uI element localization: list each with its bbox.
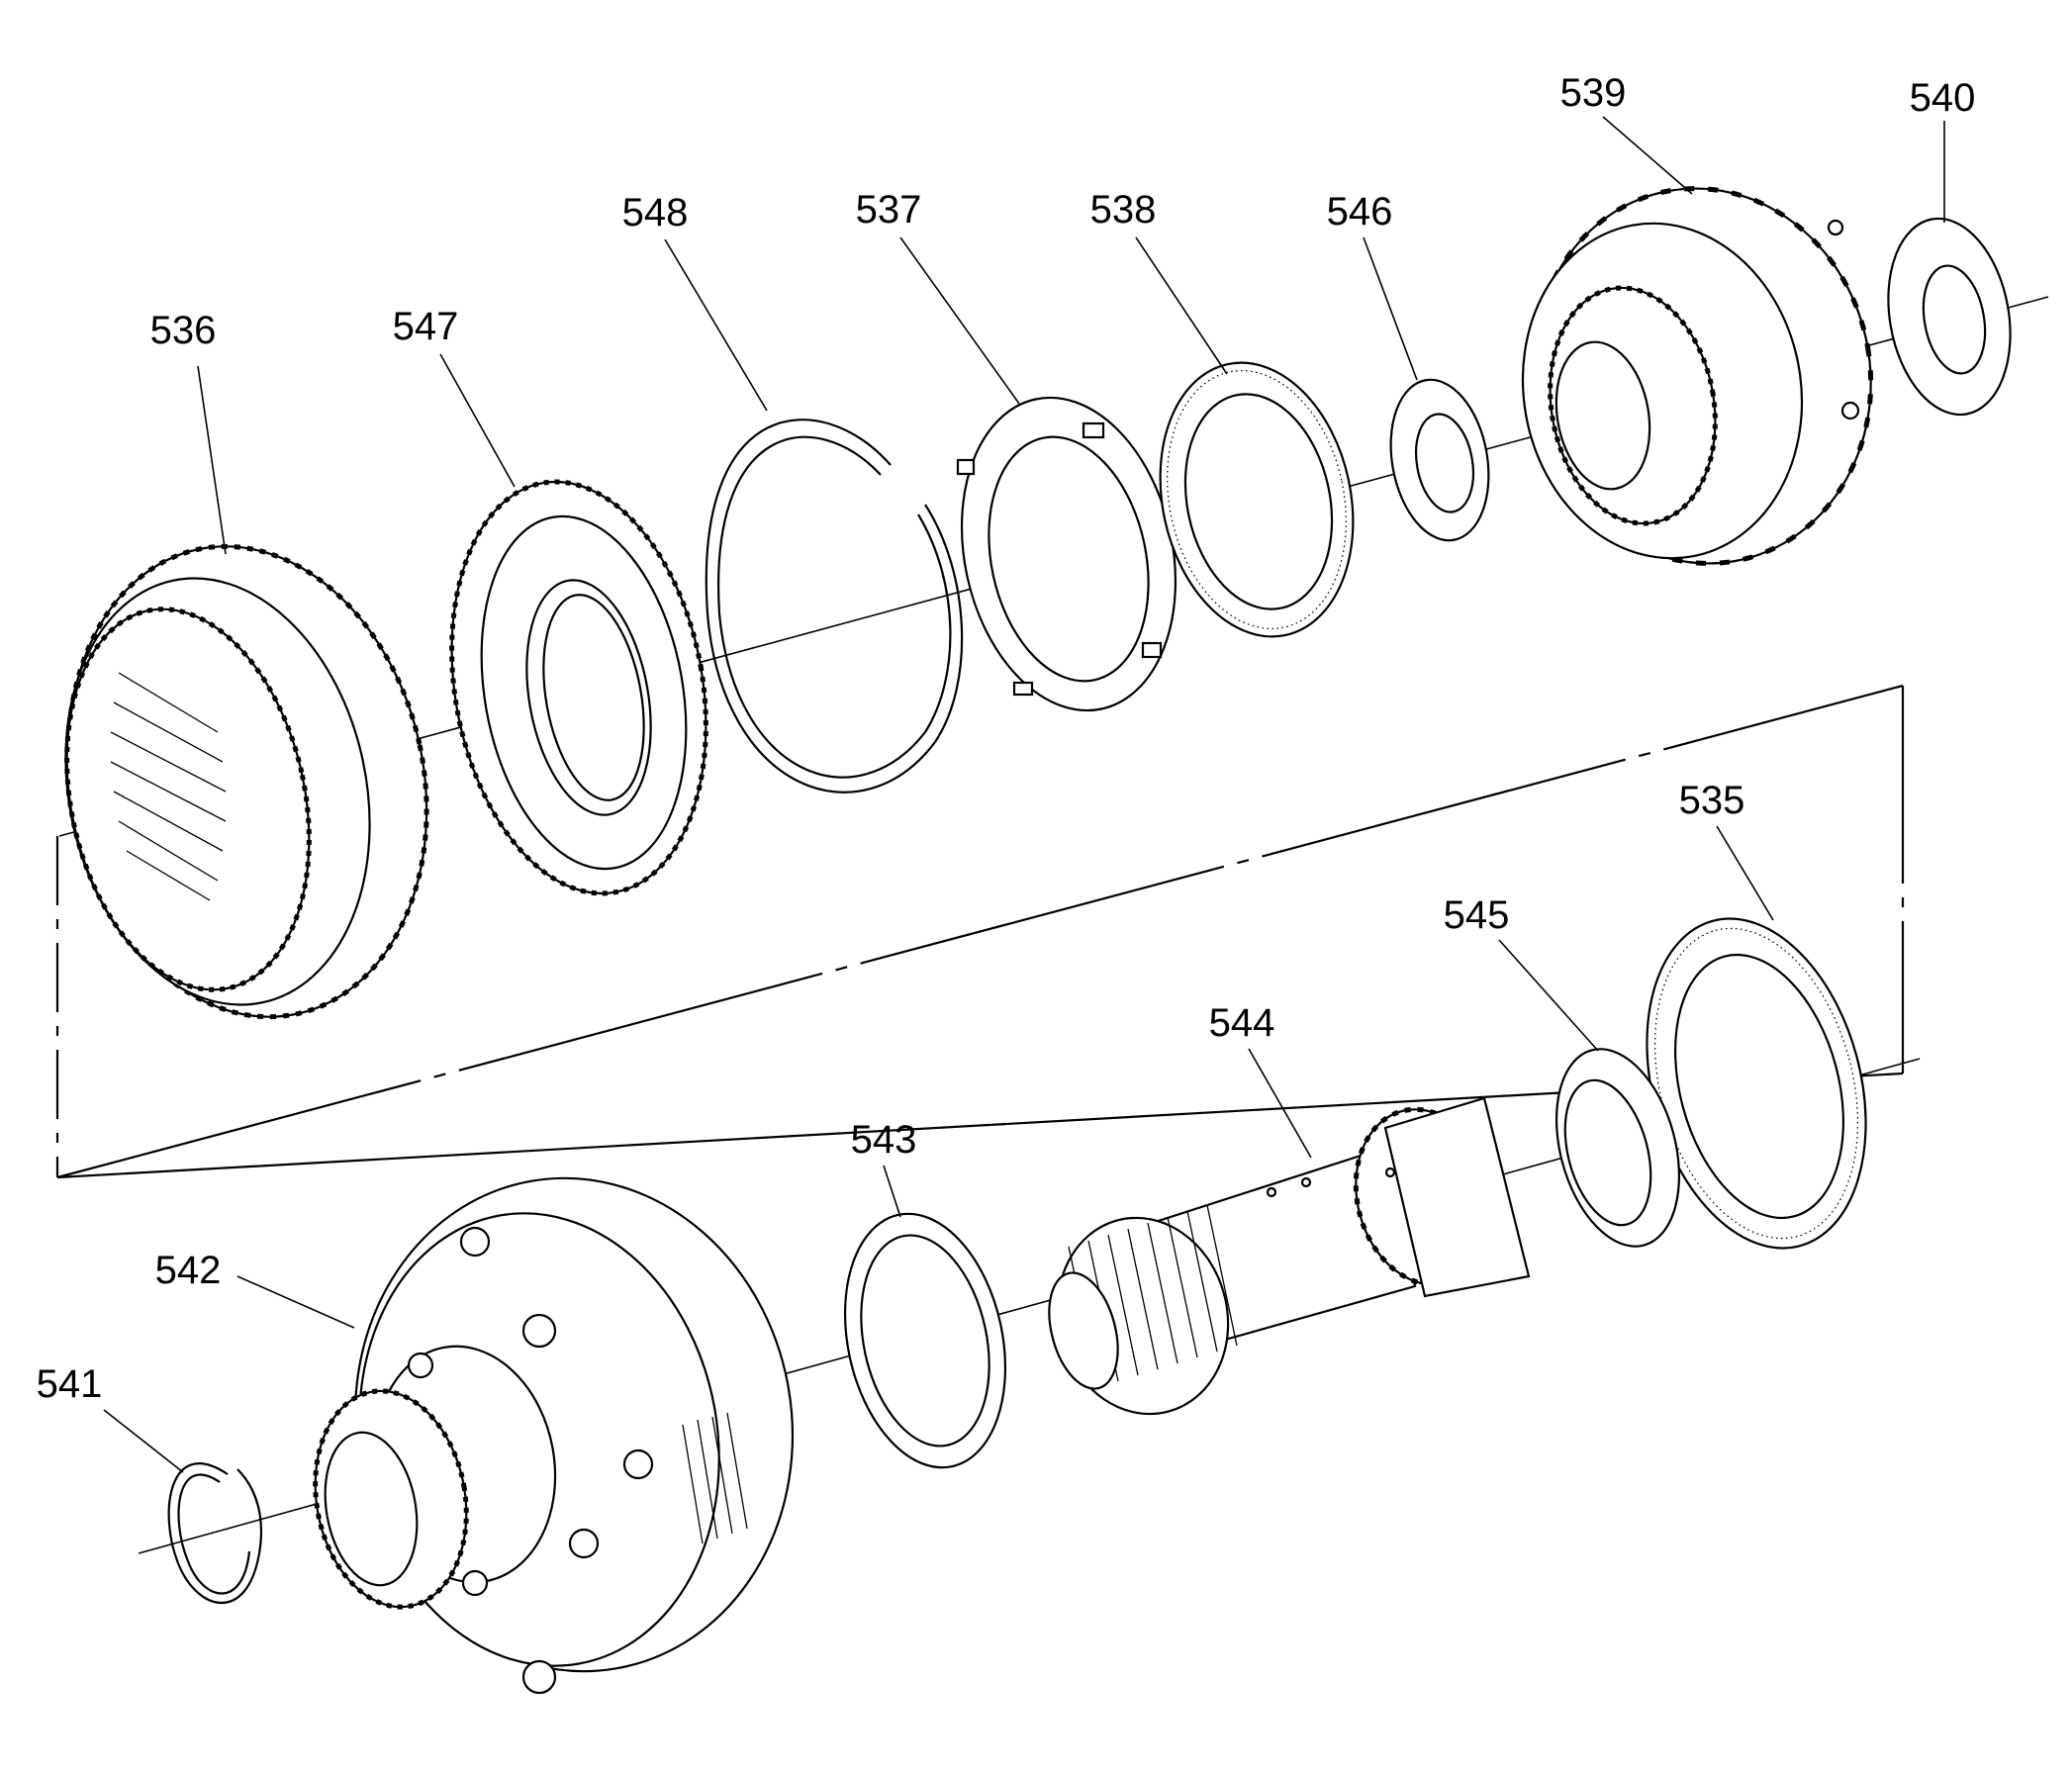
part-540-washer <box>1887 217 2012 417</box>
part-539-sun-gear-shell <box>1521 186 1925 566</box>
callout-545: 545 <box>1444 893 1510 937</box>
leader-lines <box>103 116 1945 1473</box>
callout-543: 543 <box>851 1118 917 1162</box>
callout-542: 542 <box>155 1249 222 1292</box>
part-541-snap-ring <box>167 1462 263 1605</box>
callout-536: 536 <box>150 309 217 352</box>
callout-548: 548 <box>622 191 689 234</box>
callout-labels: 536 547 548 537 538 546 539 540 535 545 … <box>37 71 1976 1406</box>
part-545-washer <box>1554 1048 1681 1248</box>
callout-547: 547 <box>393 305 459 348</box>
part-543-washer <box>843 1212 1007 1469</box>
part-546-washer <box>1389 378 1490 542</box>
callout-540: 540 <box>1910 76 1976 120</box>
part-538-needle-bearing <box>1159 361 1355 638</box>
part-537-tabbed-washer <box>956 396 1177 712</box>
part-536-ring-gear <box>64 543 429 1020</box>
callout-537: 537 <box>856 188 922 232</box>
part-547-toothed-plate <box>449 479 708 896</box>
callout-538: 538 <box>1090 188 1157 232</box>
part-544-shaft <box>1048 1096 1531 1416</box>
callout-539: 539 <box>1560 71 1627 115</box>
callout-541: 541 <box>37 1362 103 1406</box>
callout-544: 544 <box>1209 1001 1275 1045</box>
callout-535: 535 <box>1679 779 1745 822</box>
part-548-snap-ring <box>705 419 964 794</box>
part-542-planet-carrier <box>313 1176 795 1695</box>
part-535-needle-bearing <box>1646 917 1867 1250</box>
callout-546: 546 <box>1327 190 1393 233</box>
